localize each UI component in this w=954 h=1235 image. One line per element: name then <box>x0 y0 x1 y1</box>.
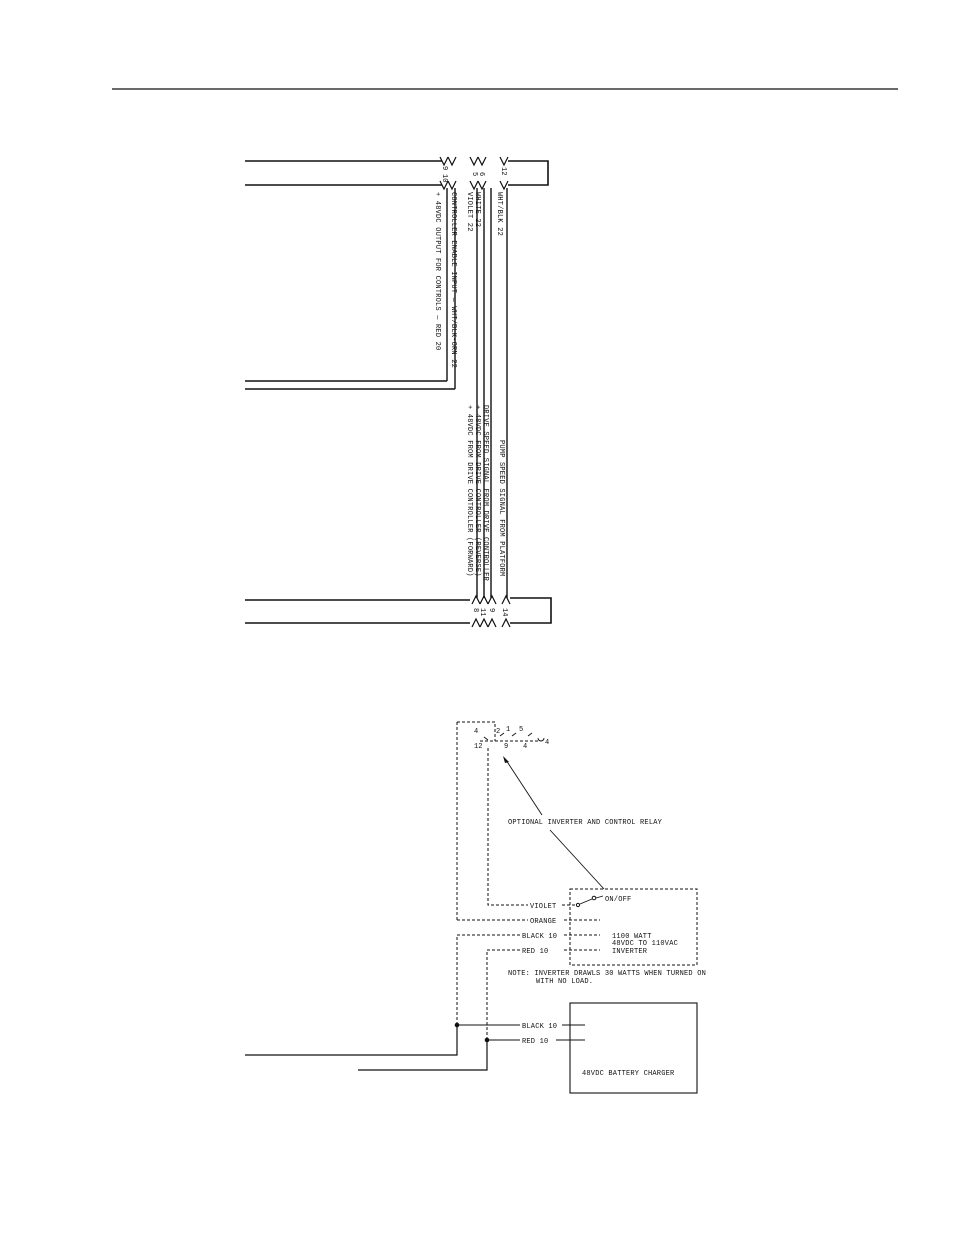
pin-10: 10 <box>440 174 448 182</box>
note-line-2: WITH NO LOAD. <box>536 978 593 986</box>
wire-black-feed <box>245 1025 458 1056</box>
relay-callout: OPTIONAL INVERTER AND CONTROL RELAY <box>508 819 663 827</box>
pin-11: 11 <box>478 608 486 616</box>
label-black-charger: BLACK 10 <box>522 1023 557 1031</box>
violet-terminal <box>575 902 581 908</box>
relay-pin-9: 9 <box>504 743 508 751</box>
top-diagram: 10 9 5 6 12 8 11 9 14 + 48VDC OUTPUT FOR… <box>245 156 552 628</box>
relay-pin-1: 1 <box>506 726 510 734</box>
callout-arrow-line <box>505 759 543 816</box>
label-violet: VIOLET <box>530 903 556 911</box>
label-red-20: + 48VDC OUTPUT FOR CONTROLS — RED 20 <box>433 192 441 350</box>
label-reverse: + 48VDC FROM DRIVE CONTROLLER (REVERSE) <box>473 405 481 577</box>
label-red-inv: RED 10 <box>522 948 548 956</box>
label-forward: + 48VDC FROM DRIVE CONTROLLER (FORWARD) <box>465 405 473 577</box>
inverter-box <box>569 888 698 966</box>
label-orange: ORANGE <box>530 918 556 926</box>
label-violet-22: VIOLET 22 <box>465 192 473 232</box>
charger-box <box>569 1002 698 1094</box>
label-wht-blk-22: WHT/BLK 22 <box>495 192 503 236</box>
pin-14: 14 <box>500 608 508 616</box>
bottom-connector-symbols <box>471 594 511 628</box>
wire-red-feed <box>358 1040 488 1071</box>
label-drive-speed: DRIVE SPEED SIGNAL FROM DRIVE CONTROLLER <box>481 405 489 582</box>
label-black-inv: BLACK 10 <box>522 933 557 941</box>
relay-pin-4b: 4 <box>545 739 549 747</box>
relay-box-top <box>457 721 496 741</box>
inverter-desc-1: 1100 WATT <box>612 933 652 941</box>
label-controller-enable: CONTROLLER ENABLE INPUT — WHT/BLK-ORN 22 <box>449 192 457 368</box>
switch-blade <box>595 895 604 899</box>
wire-violet-path <box>487 748 528 906</box>
label-white-22: WHITE 22 <box>473 192 481 227</box>
pin-12: 12 <box>499 167 507 175</box>
relay-contacts <box>483 732 545 742</box>
wire-black-inv <box>456 934 520 1025</box>
violet-switch-link <box>579 898 593 905</box>
relay-pin-12: 12 <box>474 743 482 751</box>
pin-5: 5 <box>470 172 478 176</box>
top-loop <box>508 160 549 186</box>
wire-red-inv <box>486 949 520 1040</box>
pin-8: 8 <box>471 608 479 612</box>
pin-9-top: 9 <box>440 166 448 170</box>
relay-pin-5: 5 <box>519 726 523 734</box>
callout-arrowhead <box>503 756 509 763</box>
pin-6: 6 <box>477 172 485 176</box>
charger-label: 48VDC BATTERY CHARGER <box>582 1070 675 1078</box>
label-pump-speed: PUMP SPEED SIGNAL FROM PLATFORM <box>497 440 505 576</box>
callout-leader-2 <box>549 829 605 890</box>
switch-label: ON/OFF <box>605 896 631 904</box>
top-connector-symbols <box>439 156 509 191</box>
label-red-charger: RED 10 <box>522 1038 548 1046</box>
pin-9: 9 <box>487 608 495 612</box>
wire-label-group: + 48VDC OUTPUT FOR CONTROLS — RED 20 CON… <box>433 192 503 368</box>
bottom-diagram: 4 2 1 5 12 9 4 4 OPTIONAL INVERTER AND C… <box>245 721 706 1094</box>
relay-pin-2: 2 <box>496 728 500 736</box>
bottom-loop <box>510 597 552 624</box>
inverter-desc-2: 48VDC TO 110VAC <box>612 940 678 948</box>
note-line-1: NOTE: INVERTER DRAWLS 30 WATTS WHEN TURN… <box>508 970 706 978</box>
relay-pin-4-top: 4 <box>474 728 478 736</box>
inverter-desc-3: INVERTER <box>612 948 648 956</box>
lower-label-group: + 48VDC FROM DRIVE CONTROLLER (FORWARD) … <box>465 405 505 582</box>
relay-pin-4a: 4 <box>523 743 527 751</box>
switch-contact <box>591 895 597 901</box>
